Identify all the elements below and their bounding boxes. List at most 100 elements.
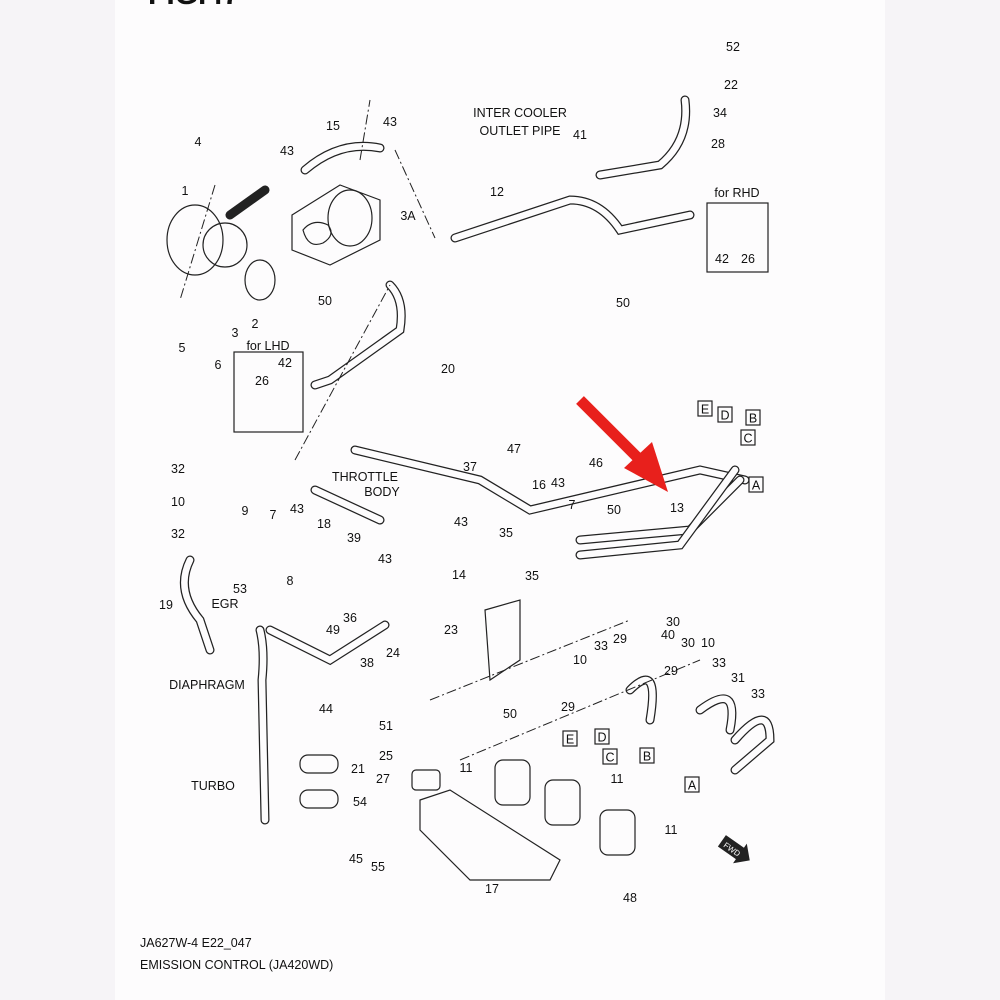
connection-letter: B xyxy=(639,747,655,764)
part-callout: 43 xyxy=(454,515,468,529)
part-callout: 29 xyxy=(664,664,678,678)
part-callout: for LHD xyxy=(246,339,289,353)
part-callout: 2 xyxy=(252,317,259,331)
part-callout: 47 xyxy=(507,442,521,456)
part-callout: 29 xyxy=(613,632,627,646)
part-callout: 14 xyxy=(452,568,466,582)
part-callout: 51 xyxy=(379,719,393,733)
part-callout: 20 xyxy=(441,362,455,376)
part-callout: 13 xyxy=(670,501,684,515)
part-callout: DIAPHRAGM xyxy=(169,678,245,692)
part-callout: 11 xyxy=(460,761,473,775)
part-callout: 11 xyxy=(665,823,678,837)
connection-letter-text: D xyxy=(597,731,606,745)
diagram-caption: EMISSION CONTROL (JA420WD) xyxy=(140,958,333,972)
connection-letter-text: B xyxy=(643,750,651,764)
part-callout: 18 xyxy=(317,517,331,531)
part-callout: 34 xyxy=(713,106,727,120)
part-callout: 23 xyxy=(444,623,458,637)
part-callout: 28 xyxy=(711,137,725,151)
connection-letter: E xyxy=(562,730,578,747)
part-callout: 46 xyxy=(589,456,603,470)
part-callout: 42 xyxy=(715,252,729,266)
part-callout: 50 xyxy=(503,707,517,721)
part-callout: 7 xyxy=(569,498,576,512)
connection-letter-text: B xyxy=(749,412,757,426)
part-callout: INTER COOLER xyxy=(473,106,567,120)
part-callout: 5 xyxy=(179,341,186,355)
part-callout: 35 xyxy=(525,569,539,583)
part-callout: 25 xyxy=(379,749,393,763)
figure-title: FIG.47 xyxy=(148,0,240,11)
part-callout: 50 xyxy=(318,294,332,308)
part-callout: 32 xyxy=(171,527,185,541)
part-callout: 43 xyxy=(280,144,294,158)
part-callout: 16 xyxy=(532,478,546,492)
part-callout: 6 xyxy=(215,358,222,372)
connection-letter: A xyxy=(748,476,764,493)
part-callout: 50 xyxy=(607,503,621,517)
solenoid-valves xyxy=(299,599,636,881)
connection-letter: D xyxy=(717,406,733,423)
connection-letter: D xyxy=(594,728,610,745)
part-callout: 33 xyxy=(712,656,726,670)
part-callout: 9 xyxy=(242,504,249,518)
part-callout: 45 xyxy=(349,852,363,866)
diagram-page xyxy=(115,0,885,1000)
part-callout: 43 xyxy=(383,115,397,129)
part-callout: 24 xyxy=(386,646,400,660)
part-callout: 10 xyxy=(573,653,587,667)
connection-letter-text: C xyxy=(743,432,752,446)
part-callout: 55 xyxy=(371,860,385,874)
part-callout: 3A xyxy=(400,209,416,223)
valve-body xyxy=(166,204,224,276)
diagram-code: JA627W-4 E22_047 xyxy=(140,936,252,950)
part-callout: 33 xyxy=(751,687,765,701)
connection-letter-text: C xyxy=(605,751,614,765)
dash-lines xyxy=(179,99,701,761)
part-callout: 8 xyxy=(287,574,294,588)
part-callout: 35 xyxy=(499,526,513,540)
part-callout: 7 xyxy=(270,508,277,522)
part-callout: 44 xyxy=(319,702,333,716)
connection-letter: C xyxy=(602,748,618,765)
part-callout: 26 xyxy=(741,252,755,266)
connection-letter: C xyxy=(740,429,756,446)
gasket xyxy=(302,221,332,246)
highlight-arrow xyxy=(576,396,668,492)
gasket-kit-box xyxy=(291,184,381,266)
part-callout: 21 xyxy=(351,762,365,776)
connection-letter-text: A xyxy=(752,479,761,493)
part-callout: EGR xyxy=(211,597,238,611)
connection-letter: B xyxy=(745,409,761,426)
part-callout: 39 xyxy=(347,531,361,545)
part-callout: 15 xyxy=(326,119,340,133)
part-callout: 27 xyxy=(376,772,390,786)
valve-nozzle xyxy=(225,185,270,220)
part-callout: 38 xyxy=(360,656,374,670)
part-callout: 41 xyxy=(573,128,587,142)
part-callout: 30 xyxy=(681,636,695,650)
part-callout: 33 xyxy=(594,639,608,653)
lhd-box xyxy=(233,351,304,433)
part-callout: 49 xyxy=(326,623,340,637)
part-callout: 30 xyxy=(666,615,680,629)
part-callout: 43 xyxy=(551,476,565,490)
part-callout: 50 xyxy=(616,296,630,310)
part-callout: 53 xyxy=(233,582,247,596)
connection-letter-text: A xyxy=(688,779,697,793)
fwd-arrow-icon: FWD xyxy=(717,835,750,864)
connection-letter: A xyxy=(684,776,700,793)
connection-letter-text: E xyxy=(566,733,574,747)
connection-letter-text: E xyxy=(701,403,709,417)
part-callout: 10 xyxy=(701,636,715,650)
part-callout: 26 xyxy=(255,374,269,388)
part-callout: 12 xyxy=(490,185,504,199)
part-callout: 42 xyxy=(278,356,292,370)
part-callout: 32 xyxy=(171,462,185,476)
part-callout: TURBO xyxy=(191,779,235,793)
part-callout: OUTLET PIPE xyxy=(479,124,560,138)
part-callout: 40 xyxy=(661,628,675,642)
part-callout: 4 xyxy=(195,135,202,149)
part-callout: 29 xyxy=(561,700,575,714)
